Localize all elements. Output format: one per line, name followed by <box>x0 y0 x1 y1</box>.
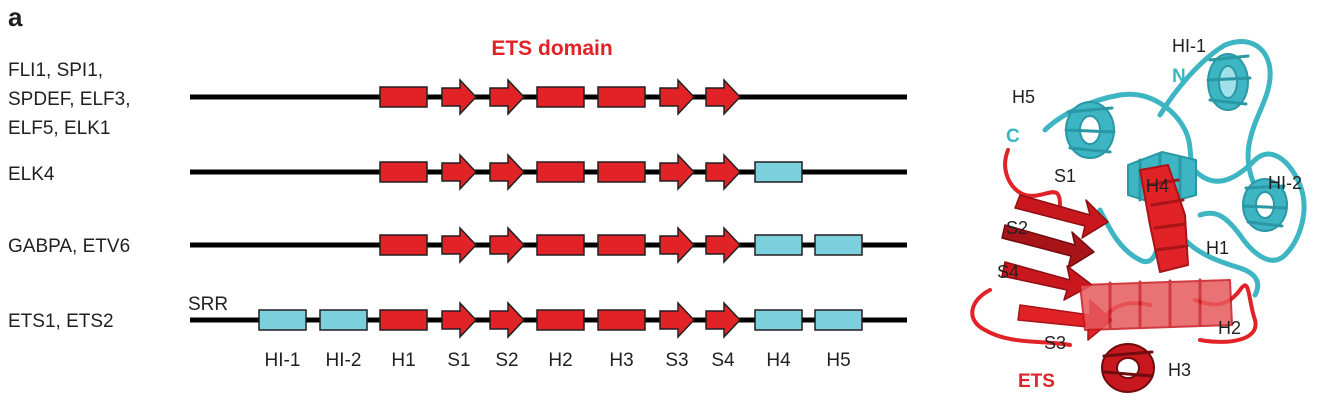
row-2-h2-helix <box>536 161 585 183</box>
row-1-h3-helix <box>597 86 646 108</box>
red-coil <box>970 148 1258 347</box>
element-axis-labels: HI-1 HI-2 H1 S1 S2 H2 H3 S3 S4 H4 H5 <box>265 350 851 371</box>
axis-label-h5: H5 <box>826 350 850 371</box>
row-4-s2-strand <box>489 301 526 339</box>
struct-label-hi1: HI-1 <box>1172 36 1206 56</box>
row-1-name-line-1: FLI1, SPI1, <box>8 60 103 81</box>
ets-structure-ribbon <box>970 39 1307 393</box>
struct-label-n: N <box>1172 66 1186 87</box>
row-3-s3-strand <box>659 226 696 264</box>
row-4-s4-strand <box>705 301 742 339</box>
axis-label-h2: H2 <box>548 350 572 371</box>
row-1-name-line-2: SPDEF, ELF3, <box>8 89 131 110</box>
row-2-s1-strand <box>441 153 478 191</box>
axis-label-hi-1: HI-1 <box>265 350 301 371</box>
row-3-s1-strand <box>441 226 478 264</box>
row-3-name: GABPA, ETV6 <box>8 236 130 257</box>
srr-label: SRR <box>188 294 228 315</box>
row-3-s4-strand <box>705 226 742 264</box>
axis-label-s4: S4 <box>711 350 735 371</box>
row-1-name-line-3: ELF5, ELK1 <box>8 118 110 139</box>
row-3-h2-helix <box>536 234 585 256</box>
row-2-h1-helix <box>379 161 428 183</box>
row-4-h3-helix <box>597 309 646 331</box>
row-3-s2-strand <box>489 226 526 264</box>
row-2-s4-strand <box>705 153 742 191</box>
row-3-h3-helix <box>597 234 646 256</box>
struct-label-h2: H2 <box>1218 318 1241 338</box>
h3-helix <box>1101 343 1155 393</box>
row-1-s4-strand <box>705 78 742 116</box>
struct-label-s4: S4 <box>997 262 1019 282</box>
struct-label-s1: S1 <box>1054 166 1076 186</box>
row-4-name: ETS1, ETS2 <box>8 311 114 332</box>
axis-label-h3: H3 <box>609 350 633 371</box>
row-4-hi-2-helix <box>319 309 368 331</box>
axis-label-s3: S3 <box>665 350 688 371</box>
axis-label-hi-2: HI-2 <box>326 350 362 371</box>
row-3-h1-helix <box>379 234 428 256</box>
panel-label: a <box>8 2 23 32</box>
struct-label-h1: H1 <box>1206 238 1229 258</box>
row-1-s2-strand <box>489 78 526 116</box>
row-1-h2-helix <box>536 86 585 108</box>
h5-helix <box>1064 101 1116 159</box>
hi1-helix <box>1206 53 1252 111</box>
struct-label-h4: H4 <box>1146 176 1169 196</box>
struct-label-s2: S2 <box>1006 218 1028 238</box>
h1-helix <box>1139 164 1189 273</box>
row-4-hi-1-helix <box>258 309 307 331</box>
struct-label-s3: S3 <box>1044 333 1066 353</box>
axis-label-s1: S1 <box>447 350 470 371</box>
row-4-h2-helix <box>536 309 585 331</box>
row-4-h5-helix <box>814 309 863 331</box>
row-4-s1-strand <box>441 301 478 339</box>
struct-label-h5: H5 <box>1012 87 1035 107</box>
row-2-s2-strand <box>489 153 526 191</box>
struct-label-c: C <box>1006 126 1020 147</box>
h2-helix <box>1079 278 1233 331</box>
ets-domain-title: ETS domain <box>491 37 612 60</box>
row-2-h4-helix <box>754 161 803 183</box>
secondary-structure-elements <box>258 78 863 339</box>
row-1-h1-helix <box>379 86 428 108</box>
row-label-1: FLI1, SPI1, SPDEF, ELF3, ELF5, ELK1 <box>8 60 131 139</box>
axis-label-h1: H1 <box>391 350 415 371</box>
struct-label-h3: H3 <box>1168 360 1191 380</box>
axis-label-h4: H4 <box>766 350 791 371</box>
row-2-h3-helix <box>597 161 646 183</box>
axis-label-s2: S2 <box>495 350 518 371</box>
row-1-s3-strand <box>659 78 696 116</box>
row-2-name: ELK4 <box>8 164 55 185</box>
row-3-h4-helix <box>754 234 803 256</box>
row-3-h5-helix <box>814 234 863 256</box>
struct-label-ets: ETS <box>1018 371 1055 392</box>
row-1-s1-strand <box>441 78 478 116</box>
struct-label-hi2: HI-2 <box>1268 173 1302 193</box>
row-4-s3-strand <box>659 301 696 339</box>
row-4-h4-helix <box>754 309 803 331</box>
hi2-helix <box>1242 178 1288 232</box>
teal-coil <box>1042 91 1307 263</box>
row-2-s3-strand <box>659 153 696 191</box>
row-4-h1-helix <box>379 309 428 331</box>
